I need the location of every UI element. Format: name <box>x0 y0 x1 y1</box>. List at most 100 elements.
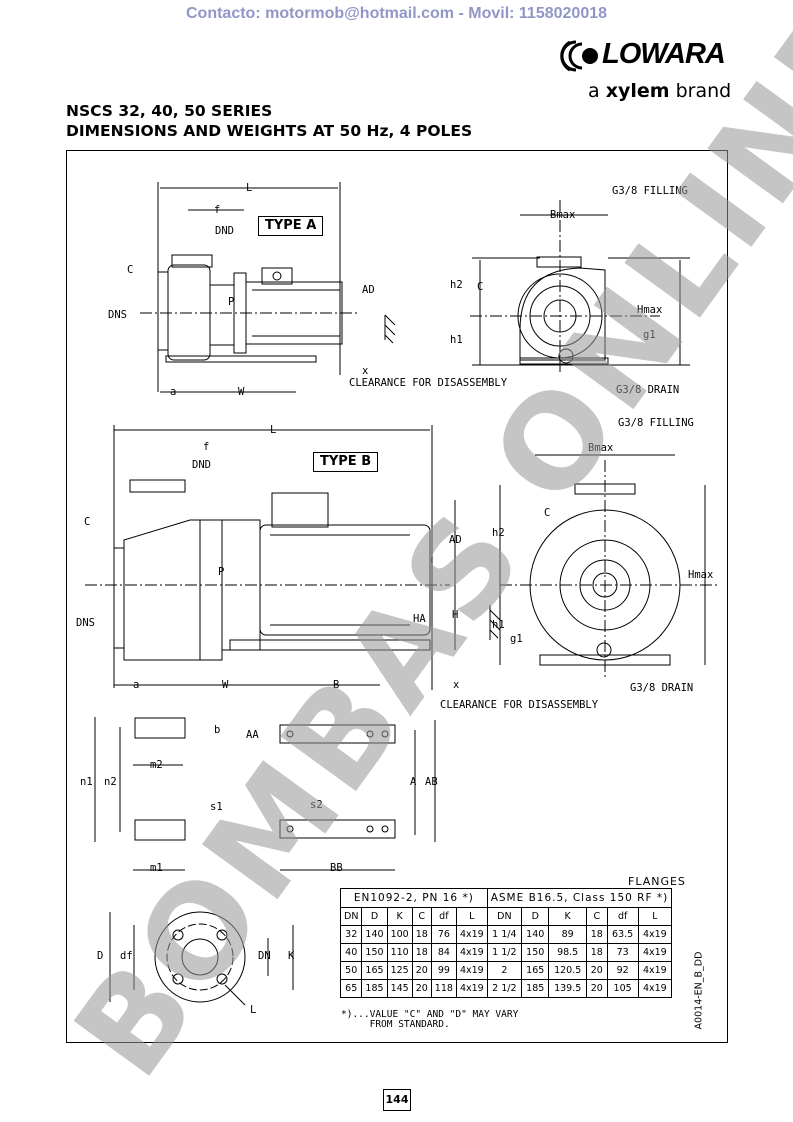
column-header: K <box>548 907 587 926</box>
dim-P-b: P <box>218 566 225 578</box>
table-cell: 1 1/2 <box>486 943 522 962</box>
dim-h2: h2 <box>450 279 463 291</box>
table-cell: 18 <box>411 925 432 944</box>
clearance-label-a: CLEARANCE FOR DISASSEMBLY <box>349 377 508 389</box>
dim-h2-b: h2 <box>492 527 505 539</box>
title-line-1: NSCS 32, 40, 50 SERIES <box>66 102 273 120</box>
page-number: 144 <box>383 1089 411 1111</box>
brand-suffix: brand <box>675 80 732 102</box>
note-line-2: FROM STANDARD. <box>369 1019 450 1030</box>
dim-g1-b: g1 <box>510 633 523 645</box>
table-cell: 145 <box>386 979 413 998</box>
dim-D: D <box>97 950 104 962</box>
table-cell: 18 <box>411 943 432 962</box>
dim-a: a <box>170 386 177 398</box>
clearance-label-b: CLEARANCE FOR DISASSEMBLY <box>440 699 599 711</box>
column-header: D <box>361 907 388 926</box>
dim-C: C <box>127 264 134 276</box>
dim-DND-b: DND <box>192 459 211 471</box>
table-cell: 20 <box>585 979 608 998</box>
dim-W: W <box>238 386 245 398</box>
contact-banner: Contacto: motormob@hotmail.com - Movil: … <box>185 5 608 22</box>
dim-BB: BB <box>330 862 343 874</box>
baseplate-plan-view <box>94 717 436 871</box>
table-cell: 4x19 <box>455 979 488 998</box>
drain-label-a: G3/8 DRAIN <box>616 384 680 396</box>
flanges-note: *)...VALUE "C" AND "D" MAY VARY FROM STA… <box>341 1010 518 1030</box>
table-cell: 18 <box>585 925 608 944</box>
table-cell: 63.5 <box>606 925 639 944</box>
page-title: NSCS 32, 40, 50 SERIES DIMENSIONS AND WE… <box>66 101 472 141</box>
dim-Bmax: Bmax <box>550 209 576 221</box>
dim-f: f <box>214 204 221 216</box>
table-cell: 140 <box>520 925 550 944</box>
table-cell: 100 <box>386 925 413 944</box>
lowara-logo: LOWARA <box>558 38 728 74</box>
column-header: df <box>606 907 639 926</box>
column-header: D <box>520 907 550 926</box>
dim-b: b <box>214 724 221 736</box>
dim-L-flange: L <box>250 1004 257 1016</box>
flange-view <box>109 911 294 1006</box>
dim-L-b: L <box>270 424 277 436</box>
dim-HA: HA <box>413 613 426 625</box>
table-cell: 99 <box>430 961 457 980</box>
table-cell: 4x19 <box>455 961 488 980</box>
table-cell: 4x19 <box>455 925 488 944</box>
dim-a-b: a <box>133 679 140 691</box>
brand-prefix: a <box>588 80 600 102</box>
column-header: L <box>455 907 488 926</box>
dim-AB: AB <box>425 776 438 788</box>
table-cell: 18 <box>585 943 608 962</box>
dim-f-b: f <box>203 441 210 453</box>
dim-C-front-b: C <box>544 507 551 519</box>
table-cell: 185 <box>520 979 550 998</box>
table-cell: 1 1/4 <box>486 925 522 944</box>
type-b-pump-side-view <box>85 425 501 690</box>
logo-text: LOWARA <box>602 38 726 70</box>
dim-g1: g1 <box>643 329 656 341</box>
table-cell: 165 <box>520 961 550 980</box>
dim-K: K <box>288 950 295 962</box>
table-cell: 73 <box>606 943 639 962</box>
table-cell: 40 <box>339 943 363 962</box>
table-cell: 4x19 <box>637 943 673 962</box>
dim-s1: s1 <box>210 801 223 813</box>
table-cell: 20 <box>585 961 608 980</box>
table-cell: 139.5 <box>548 979 587 998</box>
title-line-2: DIMENSIONS AND WEIGHTS AT 50 Hz, 4 POLES <box>66 122 473 140</box>
dim-A: A <box>410 776 417 788</box>
note-line-1: *)...VALUE "C" AND "D" MAY VARY <box>341 1009 519 1020</box>
type-a-pump-side-view <box>140 182 396 393</box>
dim-s2: s2 <box>310 799 323 811</box>
dim-DND: DND <box>215 225 234 237</box>
filling-label-a: G3/8 FILLING <box>612 185 688 197</box>
dim-m1: m1 <box>150 862 163 874</box>
drain-label-b: G3/8 DRAIN <box>630 682 694 694</box>
dim-n1: n1 <box>80 776 93 788</box>
dim-DNS: DNS <box>108 309 127 321</box>
table-cell: 165 <box>361 961 388 980</box>
brand-name: xylem <box>605 80 670 102</box>
flanges-title: FLANGES <box>628 875 686 888</box>
document-code: A0014-EN_B_DD <box>693 951 705 1030</box>
dim-m2: m2 <box>150 759 163 771</box>
table-cell: 4x19 <box>637 979 673 998</box>
table-cell: 125 <box>386 961 413 980</box>
table-cell: 65 <box>339 979 363 998</box>
dim-B: B <box>333 679 340 691</box>
table-cell: 150 <box>361 943 388 962</box>
dim-W-b: W <box>222 679 229 691</box>
dim-Hmax-b: Hmax <box>688 569 714 581</box>
dim-AA: AA <box>246 729 259 741</box>
dim-C-b: C <box>84 516 91 528</box>
table-cell: 4x19 <box>637 961 673 980</box>
dim-h1: h1 <box>450 334 463 346</box>
column-header: C <box>411 907 432 926</box>
dim-Bmax-b: Bmax <box>588 442 614 454</box>
column-header: DN <box>339 907 363 926</box>
flanges-table: EN1092-2, PN 16 *) ASME B16.5, Class 150… <box>339 888 673 998</box>
